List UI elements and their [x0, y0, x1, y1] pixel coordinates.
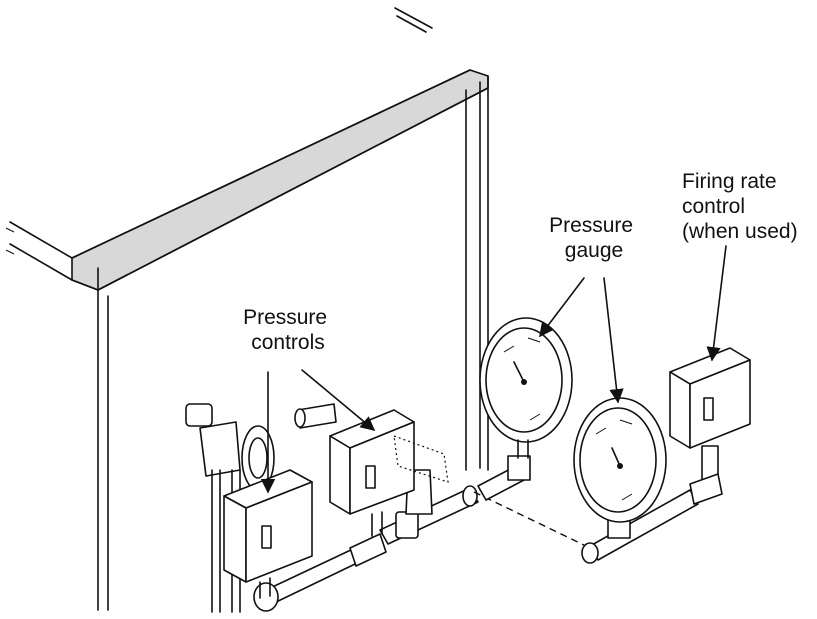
label-firing-rate-line3: (when used) [682, 220, 798, 243]
lower-pipe-run [253, 469, 479, 612]
label-pressure-gauge-line2: gauge [565, 239, 623, 262]
leader-arrows [260, 245, 727, 494]
label-pressure-controls-line1: Pressure [243, 306, 327, 329]
label-pressure-controls-line2: controls [251, 331, 325, 354]
label-pressure-gauge-line1: Pressure [549, 214, 633, 237]
label-pressure-controls: Pressure controls [243, 306, 333, 354]
arrow-pressure-controls-middle [301, 369, 376, 431]
pressure-gauge-upper [477, 317, 573, 501]
label-firing-rate-line2: control [682, 195, 745, 218]
arrow-firing-rate-control [706, 245, 727, 362]
pipe-connection-dashed [473, 491, 587, 547]
label-pressure-gauge: Pressure gauge [549, 214, 639, 262]
arrow-pressure-gauge-upper [539, 277, 585, 338]
label-firing-rate-control: Firing rate control (when used) [682, 170, 798, 243]
arrow-pressure-gauge-lower [603, 277, 624, 404]
pressure-gauge-lower [573, 397, 699, 564]
firing-rate-control-box [669, 347, 751, 505]
label-firing-rate-line1: Firing rate [682, 170, 777, 193]
boiler-jacket [5, 7, 489, 611]
